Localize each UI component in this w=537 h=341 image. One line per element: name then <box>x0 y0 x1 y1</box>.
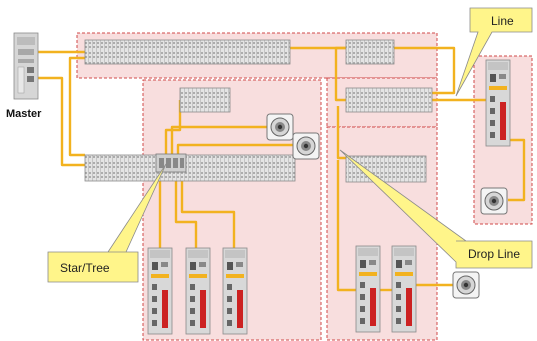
servo-drive-5 <box>391 245 417 333</box>
io-module-top-right <box>345 39 395 65</box>
servo-motor-icon <box>452 271 480 299</box>
io-module-drop <box>345 155 427 183</box>
io-module-coupler <box>84 154 296 182</box>
line-label: Line <box>491 14 514 28</box>
callout-star-tree: Star/Tree <box>47 163 167 283</box>
callout-drop-line: Drop Line <box>339 149 533 269</box>
cable-network <box>38 46 526 292</box>
servo-motor-icon <box>480 187 508 215</box>
servo-drive-2 <box>185 247 211 335</box>
servo-drive-6 <box>485 59 511 147</box>
io-module-small <box>179 87 231 113</box>
io-module-line <box>345 87 433 113</box>
servo-drive-3 <box>222 247 248 335</box>
star-tree-label: Star/Tree <box>60 261 110 275</box>
servo-motor-icon <box>266 113 294 141</box>
master-controller <box>13 32 39 100</box>
io-module-main <box>84 39 291 65</box>
servo-drive-4 <box>355 245 381 333</box>
drop-line-label: Drop Line <box>468 247 520 261</box>
servo-motor-icon <box>292 132 320 160</box>
master-label: Master <box>6 108 42 120</box>
star-hub <box>155 153 187 173</box>
callout-line: Line <box>455 7 533 97</box>
servo-drive-1 <box>147 247 173 335</box>
